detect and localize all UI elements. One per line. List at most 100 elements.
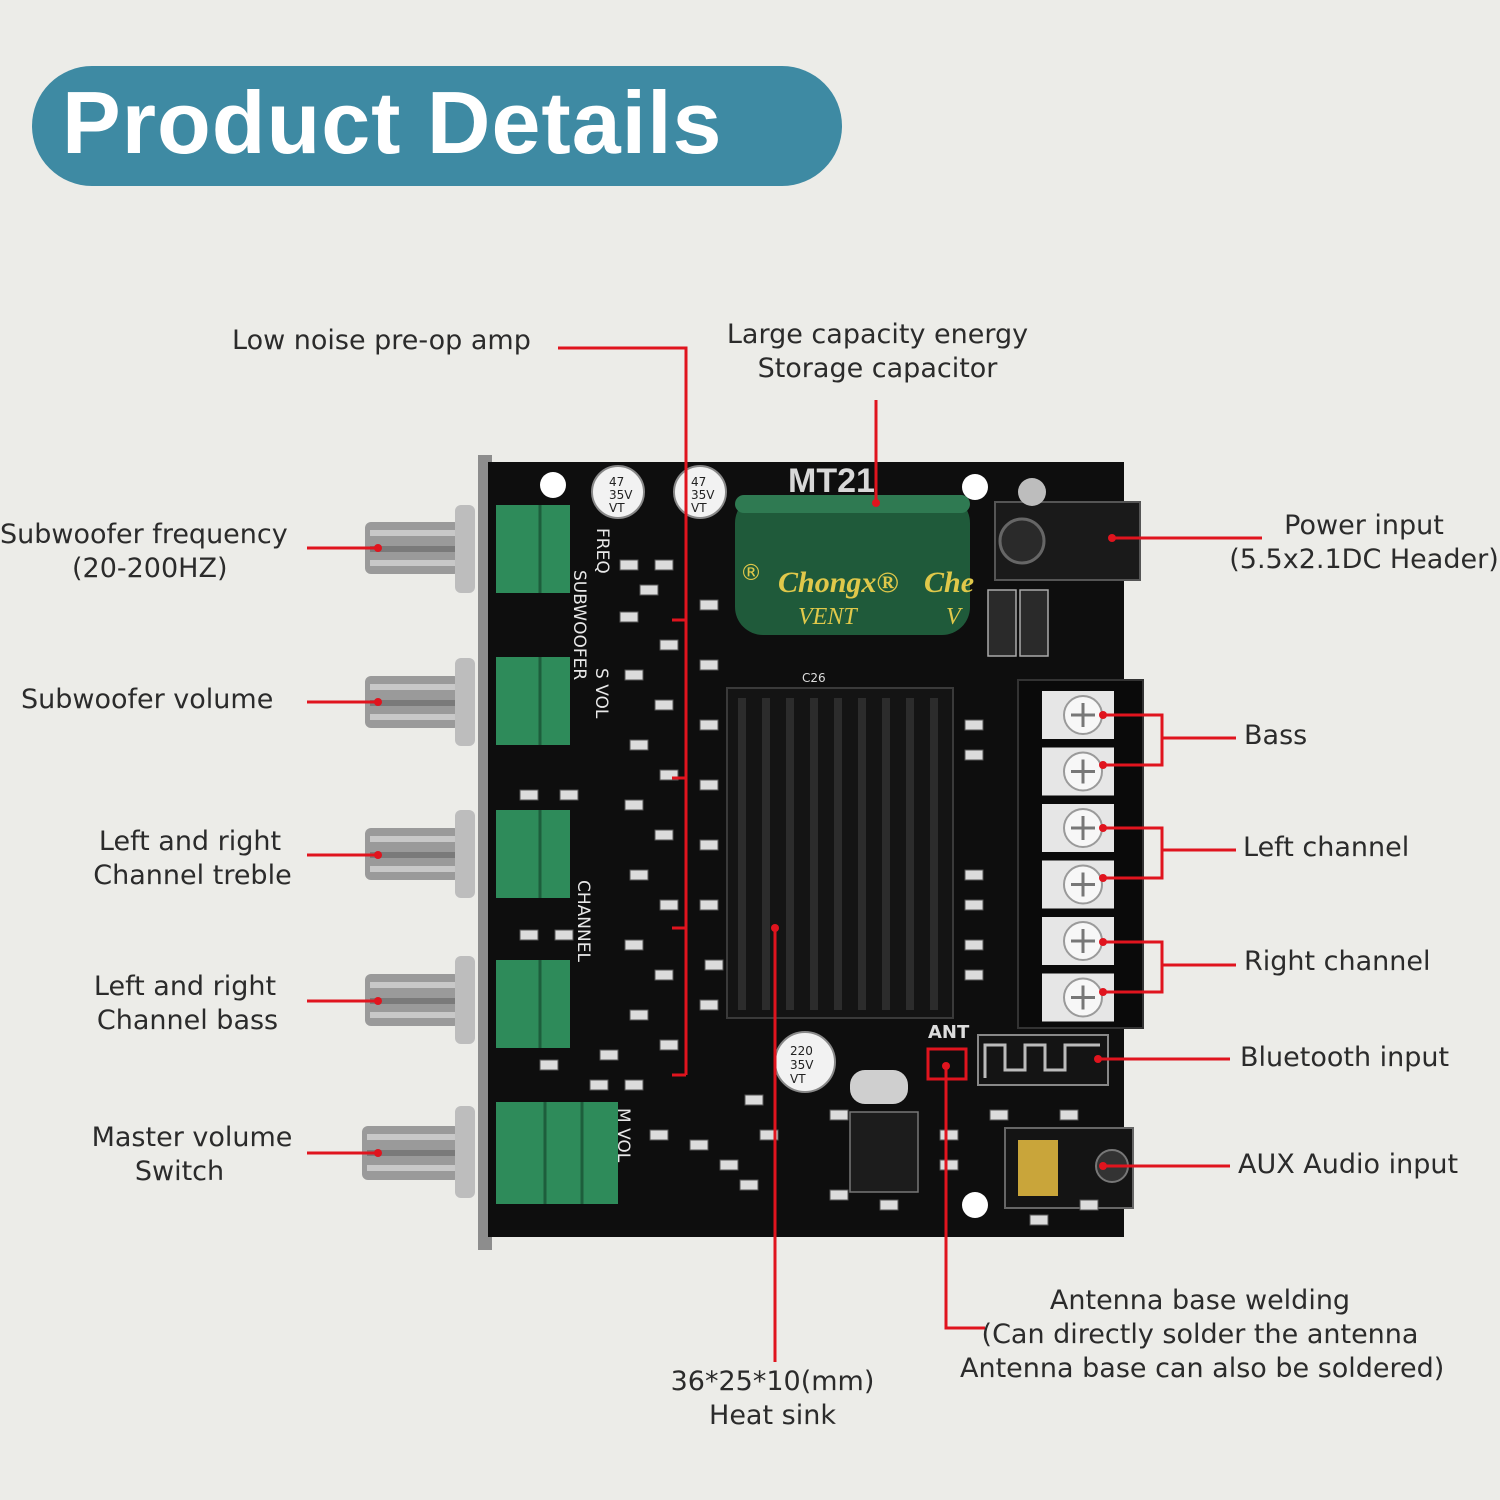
leader-antenna: [944, 1066, 985, 1330]
smd-part: [599, 1049, 619, 1061]
smd-part: [964, 749, 984, 761]
silk-subwoofer: SUBWOOFER: [569, 570, 589, 680]
mount-hole: [962, 1192, 988, 1218]
label-bass: Bass: [1244, 720, 1308, 751]
storage-capacitor: Chongx® Che VENT V ®: [735, 495, 974, 635]
smd-part: [629, 869, 649, 881]
smd-part: [964, 719, 984, 731]
silk-channel: CHANNEL: [573, 880, 593, 962]
ic-chip: [849, 1111, 919, 1193]
smd-part: [639, 584, 659, 596]
smd-part: [964, 969, 984, 981]
label-antenna-line1: Antenna base welding: [1049, 1285, 1351, 1316]
smd-part: [629, 1009, 649, 1021]
leader-dots: [374, 499, 1116, 1170]
smd-part: [964, 939, 984, 951]
leader-pre-op-amp: [558, 346, 688, 1075]
cap-value: 47: [691, 475, 706, 489]
heat-sink: [726, 687, 954, 1019]
svg-text:®: ®: [740, 561, 762, 586]
smd-part: [654, 969, 674, 981]
heat-sink-fin: [882, 698, 890, 1010]
heat-sink-fin: [738, 698, 746, 1010]
label-antenna-line3: Antenna base can also be soldered): [960, 1353, 1445, 1384]
label-bass-control-line2: Channel bass: [96, 1005, 279, 1036]
smd-part: [964, 899, 984, 911]
smd-part: [939, 1129, 959, 1141]
smd-part: [654, 829, 674, 841]
capacitor-brand-cut: Che: [924, 566, 974, 599]
aux-jack: [1004, 1127, 1134, 1209]
smd-part: [1059, 1109, 1079, 1121]
label-subwoofer-frequency: Subwoofer frequency: [0, 519, 288, 550]
smd-part: [589, 1079, 609, 1091]
label-subwoofer-frequency-range: (20-200HZ): [72, 553, 228, 584]
smd-part: [624, 939, 644, 951]
knob-bass: [365, 956, 475, 1044]
leader-left-channel: [1103, 826, 1164, 880]
heat-sink-fin: [930, 698, 938, 1010]
crystal: [850, 1070, 908, 1104]
smd-part: [519, 929, 539, 941]
smd-part: [629, 739, 649, 751]
leader-right-channel: [1103, 940, 1164, 994]
smd-part: [699, 779, 719, 791]
leader-bass-out: [1103, 713, 1164, 767]
smd-part: [539, 1059, 559, 1071]
smd-part: [699, 659, 719, 671]
pot-master: [496, 1102, 618, 1204]
small-capacitor: 47 35V VT: [591, 465, 645, 519]
capacitor-vent: VENT: [798, 604, 858, 630]
smd-part: [879, 1199, 899, 1211]
smd-part: [744, 1094, 764, 1106]
leader-lines: [307, 346, 1262, 1362]
capacitor-brand: Chongx®: [778, 566, 899, 599]
smd-part: [689, 1139, 709, 1151]
smd-part: [829, 1189, 849, 1201]
silk-m-vol: M VOL: [613, 1108, 633, 1163]
label-power-line2: (5.5x2.1DC Header): [1229, 544, 1499, 575]
small-capacitor: 47 35V VT: [673, 465, 727, 519]
smd-part: [619, 559, 639, 571]
label-bass-control-line1: Left and right: [93, 971, 277, 1002]
label-master-line1: Master volume: [91, 1122, 293, 1153]
smd-part: [739, 1179, 759, 1191]
pot-s-vol: [496, 657, 570, 745]
knob-treble: [365, 810, 475, 898]
smd-part: [989, 1109, 1009, 1121]
smd-part: [519, 789, 539, 801]
knob-master-volume: [362, 1106, 475, 1198]
heat-sink-fin: [834, 698, 842, 1010]
smd-part: [704, 959, 724, 971]
dc-power-jack: [994, 478, 1141, 581]
label-capacitor-line1: Large capacity energy: [726, 319, 1029, 350]
label-left-channel: Left channel: [1243, 832, 1410, 863]
label-heatsink: Heat sink: [709, 1400, 836, 1431]
board-model: MT21: [788, 462, 875, 500]
label-pre-op-amp: Low noise pre-op amp: [232, 325, 531, 356]
label-heatsink-size: 36*25*10(mm): [670, 1366, 875, 1397]
smd-part: [654, 559, 674, 571]
mount-hole: [962, 474, 988, 500]
speaker-terminal-block: [1017, 679, 1144, 1029]
title-banner: [32, 66, 842, 186]
smd-part: [559, 789, 579, 801]
heat-sink-fin: [858, 698, 866, 1010]
label-subwoofer-volume: Subwoofer volume: [21, 684, 274, 715]
label-treble-line2: Channel treble: [93, 860, 292, 891]
mount-hole: [540, 472, 566, 498]
pot-bass: [496, 960, 570, 1048]
smd-part: [719, 1159, 739, 1171]
svg-text:35V: 35V: [790, 1058, 814, 1072]
capacitor-vent-cut: V: [946, 604, 963, 630]
label-capacitor-line2: Storage capacitor: [757, 353, 998, 384]
label-bluetooth: Bluetooth input: [1240, 1042, 1450, 1073]
label-antenna-line2: (Can directly solder the antenna: [981, 1319, 1419, 1350]
cap-type: VT: [609, 501, 625, 515]
silk-ant: ANT: [928, 1022, 970, 1043]
smd-part: [829, 1109, 849, 1121]
label-aux: AUX Audio input: [1238, 1149, 1459, 1180]
smd-components: [519, 559, 1099, 1226]
smd-part: [624, 669, 644, 681]
smd-part: [649, 1129, 669, 1141]
